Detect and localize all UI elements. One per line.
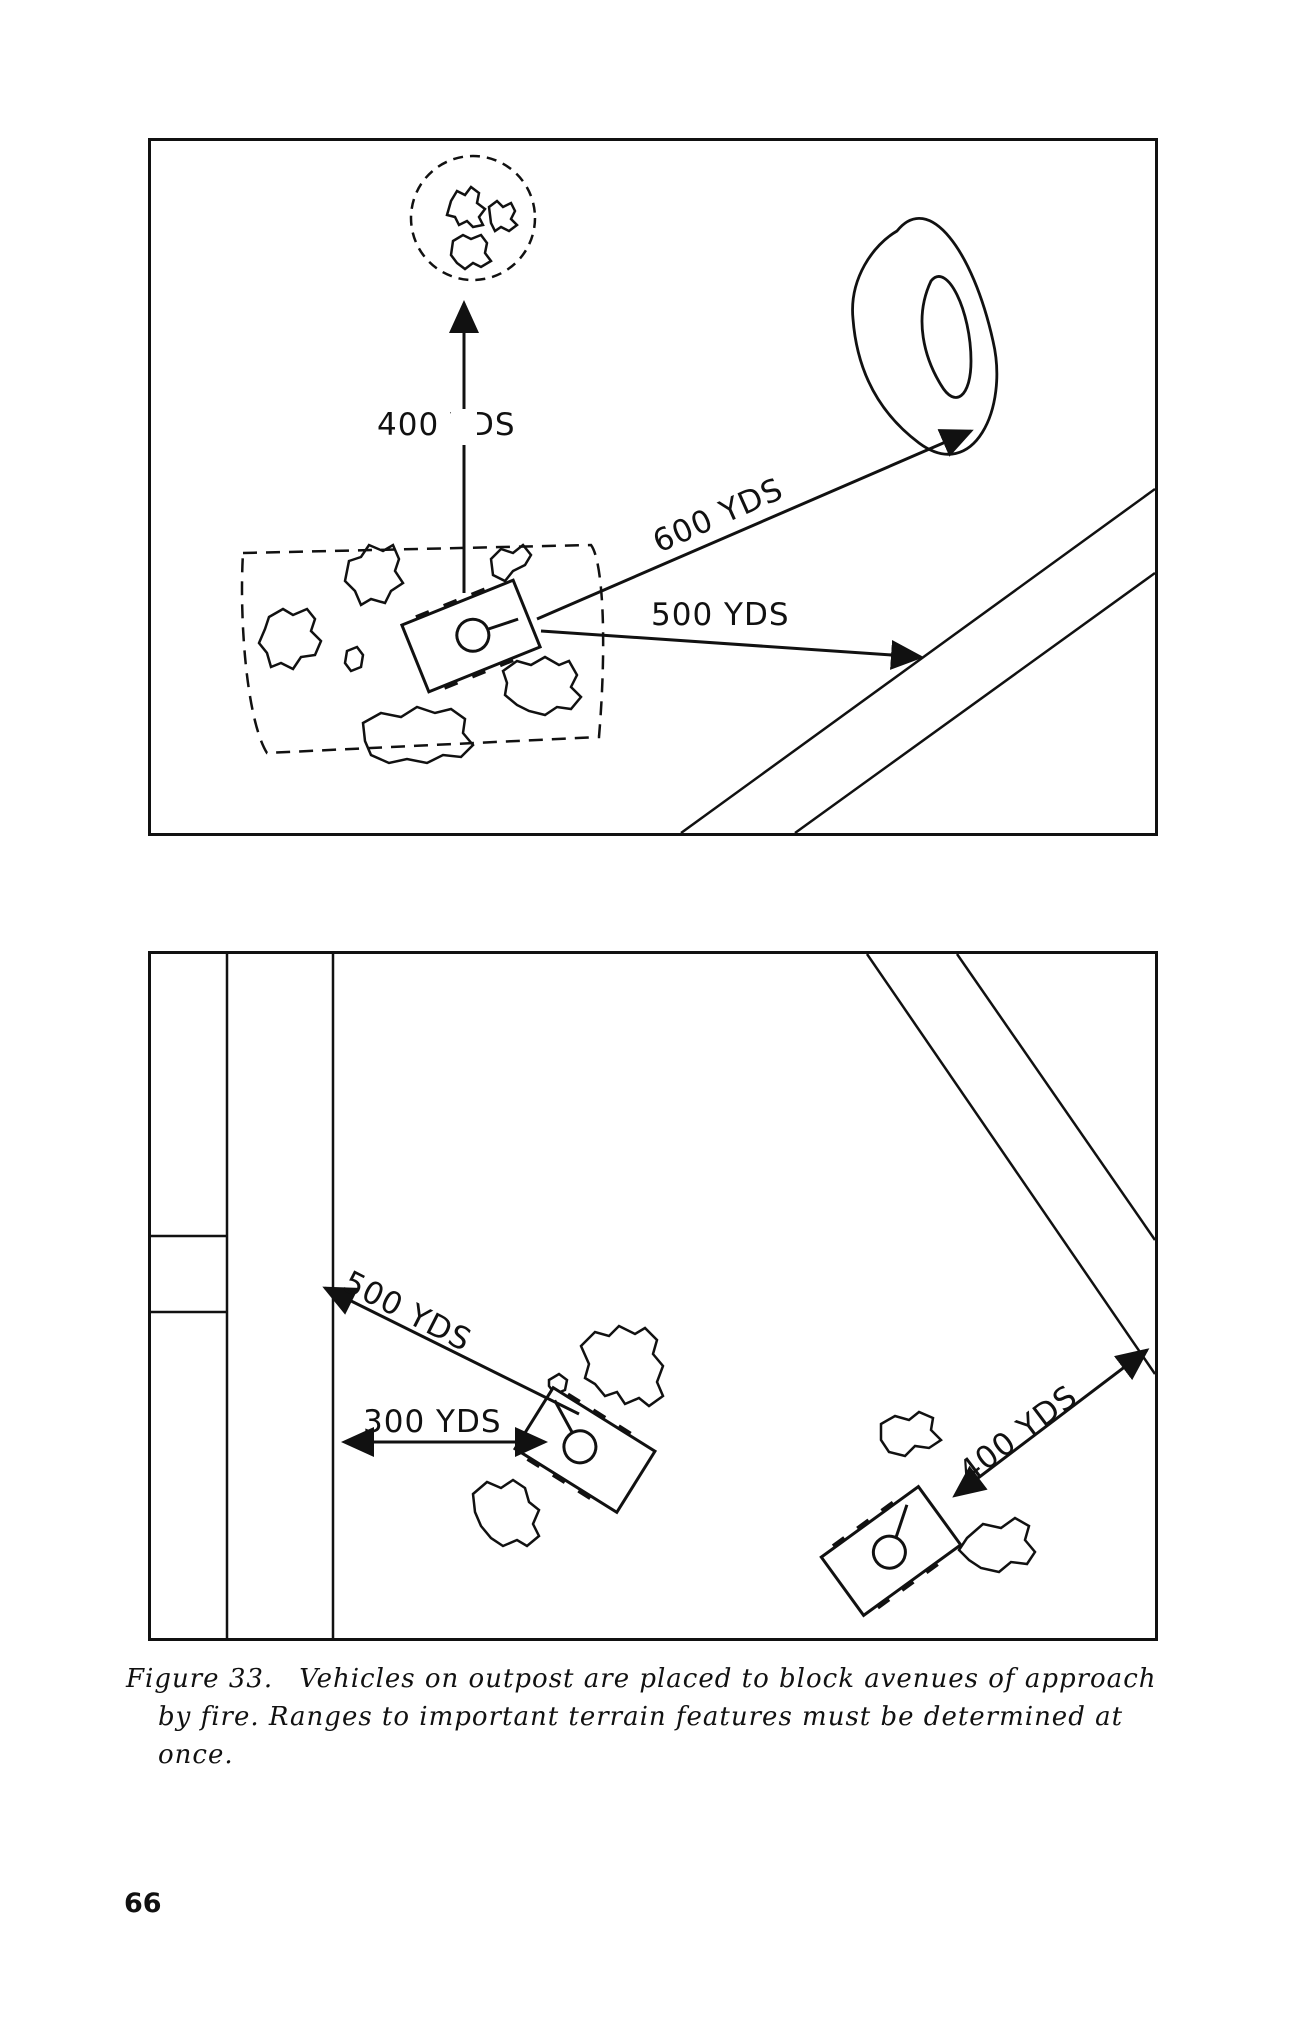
outpost-area xyxy=(240,543,605,755)
range-arrows-top xyxy=(449,300,974,670)
bottom-bushes xyxy=(471,1324,1037,1574)
label-gap xyxy=(451,409,477,445)
outpost-bushes xyxy=(257,543,583,765)
label-west-near: 300 YDS xyxy=(363,1404,502,1440)
label-northeast: 400 YDS xyxy=(952,1378,1084,1490)
distant-woods xyxy=(409,154,537,282)
label-west-far: 500 YDS xyxy=(337,1264,477,1359)
caption-line-2: by fire. Ranges to important terrain fea… xyxy=(158,1702,1124,1732)
bottom-diagram-panel: 500 YDS 300 YDS 400 YDS xyxy=(148,951,1158,1641)
arrow-northeast xyxy=(952,1348,1150,1498)
page-number: 66 xyxy=(124,1888,162,1919)
arrow-road xyxy=(540,629,924,670)
vehicle-bottom-right xyxy=(819,1484,963,1618)
figure-caption: Figure 33.Vehicles on outpost are placed… xyxy=(126,1660,1166,1774)
caption-line-3: once. xyxy=(158,1740,234,1770)
vehicle-bottom-middle xyxy=(512,1385,658,1515)
caption-line-1: Figure 33.Vehicles on outpost are placed… xyxy=(126,1664,1157,1694)
label-pond: 600 YDS xyxy=(648,471,789,560)
left-roads xyxy=(151,954,335,1638)
top-diagram-panel: 400 YDS 600 YDS 500 YDS xyxy=(148,138,1158,836)
range-arrows-bottom xyxy=(322,1286,1150,1498)
label-road: 500 YDS xyxy=(651,597,790,633)
top-diagram-svg: 400 YDS 600 YDS 500 YDS xyxy=(240,154,1155,833)
road xyxy=(680,487,1155,833)
pond xyxy=(851,217,999,456)
vehicle-top xyxy=(399,578,543,694)
arrow-pond xyxy=(536,429,974,621)
arrow-west-far xyxy=(322,1286,580,1416)
diagonal-road xyxy=(865,954,1155,1375)
figure-number: Figure 33. xyxy=(126,1664,274,1694)
label-north: 400 YDS xyxy=(377,407,516,443)
bottom-diagram-svg: 500 YDS 300 YDS 400 YDS xyxy=(151,954,1155,1638)
